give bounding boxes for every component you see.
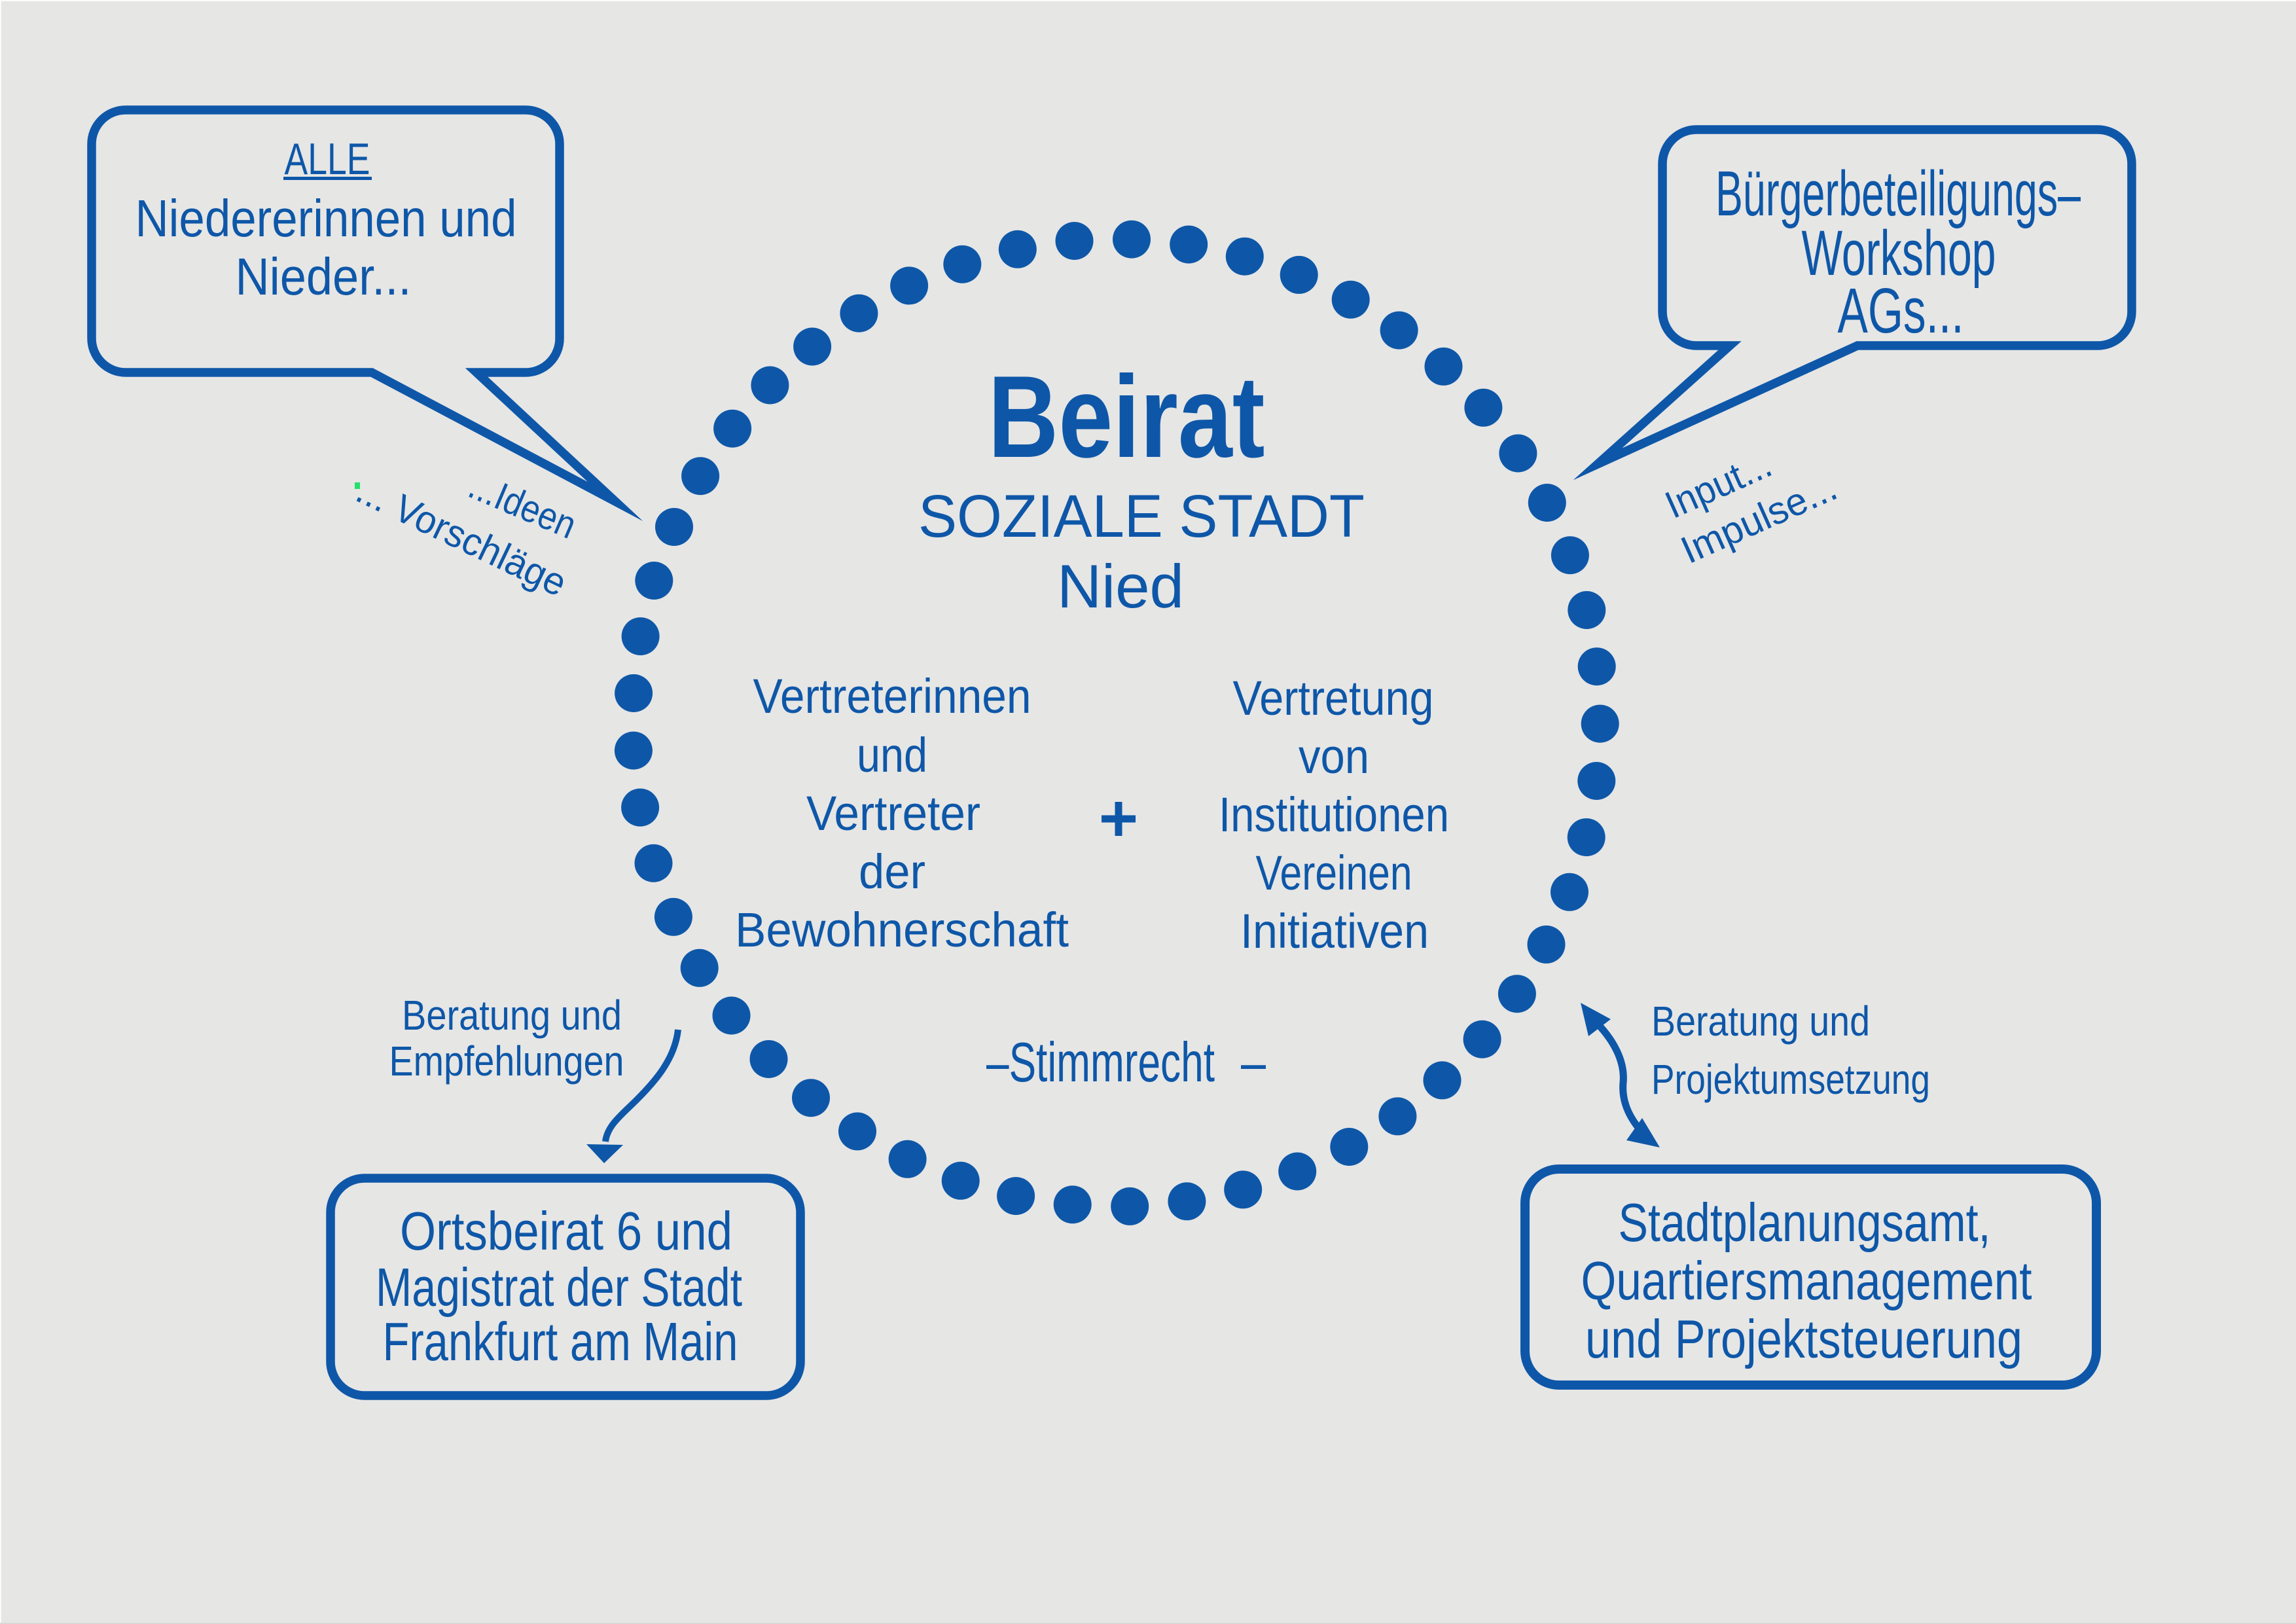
svg-text:Magistrat der Stadt: Magistrat der Stadt <box>376 1257 742 1318</box>
svg-text:Vertretung: Vertretung <box>1233 671 1434 725</box>
svg-text:ALLE: ALLE <box>285 134 370 184</box>
svg-text:–: – <box>1241 1032 1266 1094</box>
svg-text:und: und <box>857 728 927 782</box>
svg-text:SOZIALE STADT: SOZIALE STADT <box>918 483 1365 550</box>
svg-text:und Projektsteuerung: und Projektsteuerung <box>1585 1308 2022 1369</box>
svg-text:–Stimmrecht: –Stimmrecht <box>986 1032 1215 1094</box>
svg-text:Institutionen: Institutionen <box>1219 787 1449 842</box>
svg-text:Quartiersmanagement: Quartiersmanagement <box>1581 1250 2032 1311</box>
svg-text:AGs...: AGs... <box>1838 275 1964 346</box>
svg-text:Beirat: Beirat <box>988 352 1265 482</box>
svg-text:Workshop: Workshop <box>1802 217 1996 289</box>
svg-text:Nieder...: Nieder... <box>236 247 412 306</box>
svg-text:Vertreter: Vertreter <box>806 786 980 840</box>
svg-text:Initiativen: Initiativen <box>1240 904 1429 958</box>
svg-text:Bürgerbeteiligungs–: Bürgerbeteiligungs– <box>1715 158 2081 229</box>
svg-text:Ortsbeirat 6 und: Ortsbeirat 6 und <box>400 1200 732 1261</box>
svg-text:Beratung und: Beratung und <box>1651 998 1870 1045</box>
svg-text:der: der <box>859 844 925 899</box>
svg-text:Vereinen: Vereinen <box>1256 846 1412 900</box>
svg-text:von: von <box>1299 729 1369 784</box>
svg-text:Niedererinnen und: Niedererinnen und <box>135 189 517 247</box>
svg-text:Nied: Nied <box>1057 552 1184 621</box>
svg-text:Projektumsetzung: Projektumsetzung <box>1651 1056 1930 1103</box>
svg-text:Stadtplanungsamt,: Stadtplanungsamt, <box>1619 1192 1991 1253</box>
svg-text:Empfehlungen: Empfehlungen <box>389 1038 624 1085</box>
svg-text:Bewohnerschaft: Bewohnerschaft <box>735 903 1069 957</box>
svg-text:Beratung und: Beratung und <box>402 992 622 1039</box>
svg-text:Frankfurt am Main: Frankfurt am Main <box>383 1311 738 1372</box>
svg-text:Vertreterinnen: Vertreterinnen <box>753 669 1031 723</box>
